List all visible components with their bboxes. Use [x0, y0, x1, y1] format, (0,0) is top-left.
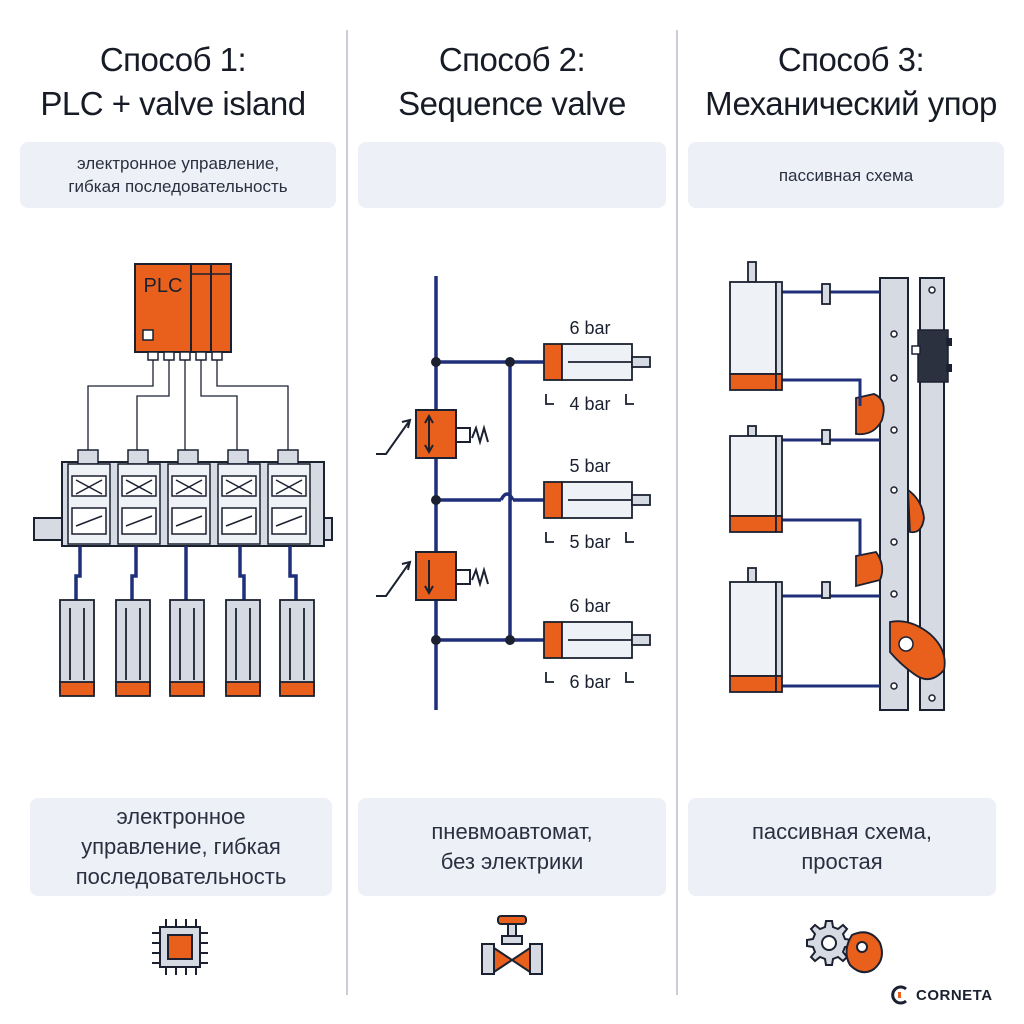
gear-cam-icon [806, 920, 883, 974]
cylinders [729, 261, 831, 693]
pressure-label: 4 bar [569, 394, 610, 414]
corneta-logo-icon [891, 985, 907, 1005]
pressure-label: 6 bar [569, 596, 610, 616]
top-description: электронное управление, гибкая последова… [20, 142, 336, 208]
cylinders [543, 343, 651, 659]
top-description: пассивная схема [688, 142, 1004, 208]
pressure-label: 5 bar [569, 532, 610, 552]
sequence-valve-diagram: 6 bar 4 bar 5 bar 5 bar 6 bar 6 bar [376, 276, 651, 710]
pressure-label: 5 bar [569, 456, 610, 476]
column-title: Способ 2: Sequence valve [398, 41, 626, 122]
column-plc: Способ 1: PLC + valve island электронное… [0, 0, 346, 1024]
valve-island [67, 449, 311, 545]
valve-icon [481, 915, 543, 975]
sequence-valve-1 [376, 409, 489, 459]
chip-icon [152, 919, 208, 975]
top-description [358, 142, 666, 208]
bottom-description: пассивная схема, простая [688, 798, 996, 896]
plc-diagram: PLC [33, 263, 333, 697]
bottom-description: электронное управление, гибкая последова… [30, 798, 332, 896]
column-title: Способ 1: PLC + valve island [40, 41, 306, 122]
pressure-label: 6 bar [569, 672, 610, 692]
cylinders [59, 599, 315, 697]
sequence-valve-2 [376, 551, 489, 601]
mechanical-stop-diagram [729, 261, 952, 711]
plc-label: PLC [144, 275, 183, 297]
column-sequence-valve: Способ 2: Sequence valve [348, 0, 676, 1024]
divider-1 [346, 30, 348, 995]
column-title: Способ 3: Механический упор [705, 41, 997, 122]
pressure-label: 6 bar [569, 318, 610, 338]
bottom-description: пневмоавтомат, без электрики [358, 798, 666, 896]
brand-name: CORNETA [916, 986, 993, 1004]
column-mechanical-stop: Способ 3: Механический упор пассивная сх… [678, 0, 1024, 1024]
divider-2 [676, 30, 678, 995]
brand-logo: CORNETA [890, 985, 993, 1005]
